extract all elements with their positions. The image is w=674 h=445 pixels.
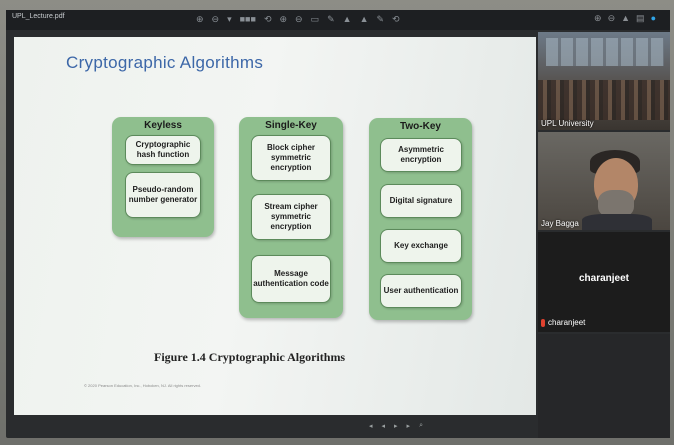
mic-muted-icon xyxy=(541,318,545,327)
empty-panel xyxy=(538,334,670,438)
share-icon[interactable]: ▲ xyxy=(621,13,631,23)
slide-canvas: Cryptographic Algorithms Keyless Cryptog… xyxy=(14,37,536,430)
outline-icon[interactable]: ◂ xyxy=(381,423,386,430)
column-single-key: Single-Key Block cipher symmetric encryp… xyxy=(239,117,343,318)
figure-caption: Figure 1.4 Cryptographic Algorithms xyxy=(154,350,346,364)
column-keyless: Keyless Cryptographic hash function Pseu… xyxy=(112,117,214,237)
participant-tile[interactable]: charanjeet charanjeet xyxy=(538,232,670,332)
box-block-cipher: Block cipher symmetric encryption xyxy=(251,135,331,181)
viewer-toolbar: UPL_Lecture.pdf ⊕ ⊖ ▾ ■■■ ⟲ ⊕ ⊖ ▭ ✎ ▲ ▲ … xyxy=(6,10,670,30)
dropdown-icon[interactable]: ▾ xyxy=(227,14,232,24)
beard-shape xyxy=(598,190,634,218)
box-hash-function: Cryptographic hash function xyxy=(125,135,201,165)
column-title: Two-Key xyxy=(400,121,441,132)
participant-label: charanjeet xyxy=(548,318,586,327)
toolbar-tools: ⊕ ⊖ ▾ ■■■ ⟲ ⊕ ⊖ ▭ ✎ ▲ ▲ ✎ ⟲ xyxy=(196,14,400,25)
prev-slide-icon[interactable]: ◂ xyxy=(369,423,373,430)
box-asymmetric-encryption: Asymmetric encryption xyxy=(380,138,462,172)
zoom-in-icon-3[interactable]: ⊕ xyxy=(594,13,602,23)
box-key-exchange: Key exchange xyxy=(380,229,462,263)
document-tab[interactable]: UPL_Lecture.pdf xyxy=(12,13,65,20)
zoom-out-icon-2[interactable]: ⊖ xyxy=(295,14,303,24)
box-user-authentication: User authentication xyxy=(380,274,462,308)
box-stream-cipher: Stream cipher symmetric encryption xyxy=(251,194,331,240)
shirt-shape xyxy=(582,214,652,230)
column-two-key: Two-Key Asymmetric encryption Digital si… xyxy=(369,118,472,320)
participant-label: Jay Bagga xyxy=(541,219,579,228)
zoom-out-icon[interactable]: ⊖ xyxy=(211,14,220,24)
fit-page-icon[interactable]: ▭ xyxy=(310,14,320,24)
undo-icon[interactable]: ⟲ xyxy=(392,14,400,24)
pause-icon[interactable]: ▸ xyxy=(394,423,398,430)
record-icon[interactable]: ● xyxy=(650,13,656,23)
slide-title: Cryptographic Algorithms xyxy=(66,53,264,72)
search-icon[interactable]: ⌕ xyxy=(419,422,423,429)
participant-name: charanjeet xyxy=(578,273,630,284)
screen: UPL_Lecture.pdf ⊕ ⊖ ▾ ■■■ ⟲ ⊕ ⊖ ▭ ✎ ▲ ▲ … xyxy=(6,10,670,438)
classroom-windows xyxy=(546,38,664,66)
arrow-icon[interactable]: ▲ xyxy=(359,14,369,24)
zoom-in-icon-2[interactable]: ⊕ xyxy=(279,14,288,24)
column-title: Keyless xyxy=(144,120,182,131)
zoom-out-icon-3[interactable]: ⊖ xyxy=(607,13,616,23)
participant-label-row: charanjeet xyxy=(541,318,585,327)
copyright-notice: © 2020 Pearson Education, Inc., Hoboken,… xyxy=(84,383,202,388)
box-digital-signature: Digital signature xyxy=(380,184,462,218)
pen-icon[interactable]: ✎ xyxy=(376,14,385,24)
layout-icon[interactable]: ▤ xyxy=(636,13,645,23)
column-title: Single-Key xyxy=(265,120,317,131)
box-prng: Pseudo-random number generator xyxy=(125,172,201,218)
pointer-icon[interactable]: ▲ xyxy=(342,14,352,24)
participant-tile[interactable]: UPL University xyxy=(538,32,670,130)
page-thumbnails-icon[interactable]: ■■■ xyxy=(239,14,256,24)
next-slide-icon[interactable]: ▸ xyxy=(406,423,411,430)
rotate-icon[interactable]: ⟲ xyxy=(263,14,272,24)
window-controls: ⊕ ⊖ ▲ ▤ ● xyxy=(594,13,656,24)
slide-navigation: ◂ ◂ ▸ ▸ ⌕ xyxy=(369,422,423,430)
participant-tile[interactable]: Jay Bagga xyxy=(538,132,670,230)
participant-label: UPL University xyxy=(541,119,594,128)
classroom-audience xyxy=(538,80,670,120)
box-mac: Message authentication code xyxy=(251,255,331,303)
highlight-icon[interactable]: ✎ xyxy=(327,14,335,24)
zoom-in-icon[interactable]: ⊕ xyxy=(196,14,204,24)
